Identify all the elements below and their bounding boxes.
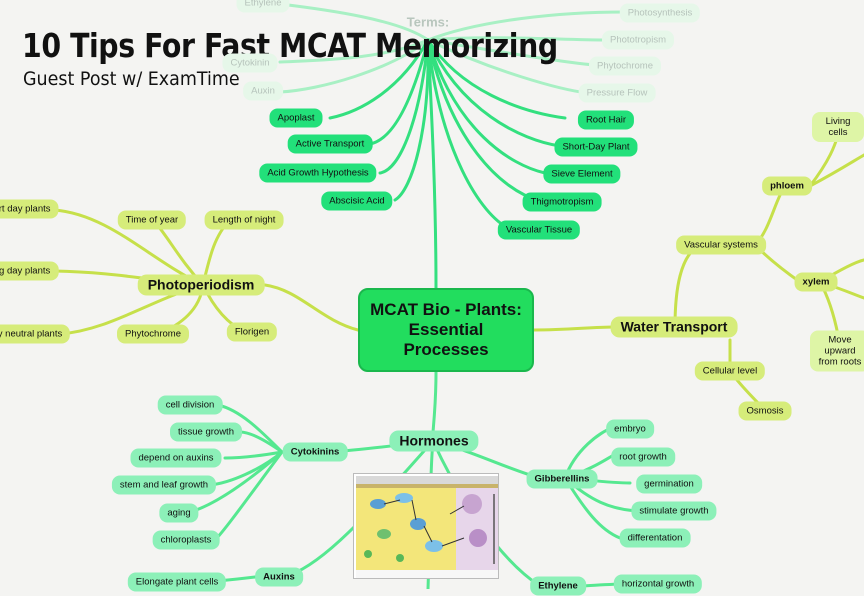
photoperiodism-long-day-plants[interactable]: ng day plants — [0, 261, 59, 281]
cytokinins-aging[interactable]: aging — [159, 503, 199, 523]
term-faded-phytochrome[interactable]: Phytochrome — [589, 56, 661, 76]
water-vascular-systems[interactable]: Vascular systems — [676, 235, 766, 255]
term-faded-ethylene[interactable]: Ethylene — [236, 0, 290, 13]
photoperiodism-day-neutral-plants[interactable]: y neutral plants — [0, 324, 71, 344]
hormone-pathway-illustration — [354, 474, 498, 578]
headline-subtitle: Guest Post w/ ExamTime — [23, 68, 240, 90]
term-faded-pressure-flow[interactable]: Pressure Flow — [578, 83, 656, 103]
cytokinins-cell-division[interactable]: cell division — [157, 395, 223, 415]
photoperiodism-time-of-year[interactable]: Time of year — [117, 210, 187, 230]
cytokinins-stem-and-leaf-growth[interactable]: stem and leaf growth — [111, 475, 217, 495]
hormone-auxins[interactable]: Auxins — [255, 567, 303, 587]
gibberellins-root-growth[interactable]: root growth — [611, 447, 675, 467]
gibberellins-germination[interactable]: germination — [636, 474, 702, 494]
branch-hormones[interactable]: Hormones — [389, 430, 479, 452]
headline-title: 10 Tips For Fast MCAT Memorizing — [22, 26, 558, 65]
term-active-transport[interactable]: Active Transport — [287, 134, 373, 154]
ethylene-horizontal-growth[interactable]: horizontal growth — [613, 574, 703, 594]
term-thigmotropism[interactable]: Thigmotropism — [522, 192, 602, 212]
water-xylem[interactable]: xylem — [794, 272, 838, 292]
water-osmosis[interactable]: Osmosis — [738, 401, 792, 421]
water-phloem[interactable]: phloem — [762, 176, 812, 196]
term-vascular-tissue[interactable]: Vascular Tissue — [497, 220, 581, 240]
term-root-hair[interactable]: Root Hair — [577, 110, 635, 130]
term-abscisic-acid[interactable]: Abscisic Acid — [321, 191, 393, 211]
term-apoplast[interactable]: Apoplast — [269, 108, 323, 128]
cytokinins-tissue-growth[interactable]: tissue growth — [170, 422, 242, 442]
gibberellins-differentation[interactable]: differentation — [619, 528, 691, 548]
term-sieve-element[interactable]: Sieve Element — [543, 164, 621, 184]
hormone-ethylene[interactable]: Ethylene — [530, 576, 586, 596]
hormone-cytokinins[interactable]: Cytokinins — [282, 442, 348, 462]
term-short-day-plant[interactable]: Short-Day Plant — [554, 137, 638, 157]
gibberellins-stimulate-growth[interactable]: stimulate growth — [631, 501, 717, 521]
cytokinins-chloroplasts[interactable]: chloroplasts — [152, 530, 220, 550]
photoperiodism-short-day-plants[interactable]: ort day plants — [0, 199, 59, 219]
auxins-elongate-plant-cells[interactable]: Elongate plant cells — [127, 572, 227, 592]
cytokinins-depend-on-auxins[interactable]: depend on auxins — [130, 448, 222, 468]
central-topic[interactable]: MCAT Bio - Plants: Essential Processes — [358, 288, 534, 372]
water-cellular-level[interactable]: Cellular level — [694, 361, 766, 381]
term-faded-auxin[interactable]: Auxin — [243, 81, 283, 101]
photoperiodism-phytochrome[interactable]: Phytochrome — [117, 324, 189, 344]
hormone-pathway-diagram[interactable] — [353, 473, 499, 579]
branch-photoperiodism[interactable]: Photoperiodism — [137, 274, 265, 296]
term-faded-photosynthesis[interactable]: Photosynthesis — [619, 3, 701, 23]
term-faded-cytokinin[interactable]: Cytokinin — [222, 53, 278, 73]
photoperiodism-florigen[interactable]: Florigen — [226, 322, 278, 342]
hormone-gibberellins[interactable]: Gibberellins — [526, 469, 598, 489]
term-acid-growth-hypothesis[interactable]: Acid Growth Hypothesis — [259, 163, 377, 183]
terms-label: Terms: — [406, 14, 450, 30]
water-living-cells[interactable]: Living cells — [812, 112, 864, 142]
gibberellins-embryo[interactable]: embryo — [606, 419, 654, 439]
photoperiodism-length-of-night[interactable]: Length of night — [204, 210, 284, 230]
branch-water-transport[interactable]: Water Transport — [610, 316, 738, 338]
term-faded-phototropism[interactable]: Phototropism — [602, 30, 674, 50]
water-move-upward[interactable]: Move upward from roots — [810, 330, 864, 372]
